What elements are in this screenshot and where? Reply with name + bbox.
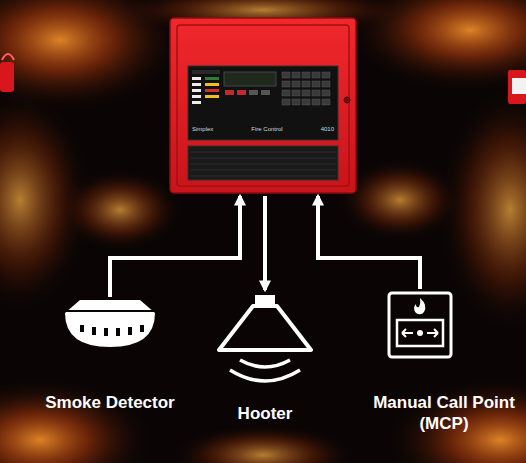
panel-label: 4010 <box>321 126 334 133</box>
smoke-detector-icon <box>65 300 155 347</box>
device-label: Hooter <box>202 403 328 424</box>
device-label: Manual Call Point (MCP) <box>369 392 519 434</box>
signal-arrow <box>318 196 420 289</box>
control-panel: Simplex Fire Control 4010 <box>170 18 356 193</box>
device-label: Smoke Detector <box>32 392 188 413</box>
control-panel <box>170 18 356 193</box>
panel-label: Simplex <box>192 126 213 133</box>
panel-display-text: Simplex Fire Control 4010 <box>192 126 334 133</box>
mcp-icon <box>389 293 451 357</box>
side-siren <box>0 54 14 92</box>
panel-label: Fire Control <box>251 126 282 133</box>
hooter-icon <box>219 295 311 381</box>
signal-arrow <box>263 196 267 290</box>
signal-arrow <box>110 196 240 297</box>
smoke-detector: Smoke Detector <box>32 300 188 413</box>
manual-call-point: Manual Call Point (MCP) <box>364 292 524 434</box>
hooter: Hooter <box>202 293 328 424</box>
side-call-point <box>508 70 526 104</box>
